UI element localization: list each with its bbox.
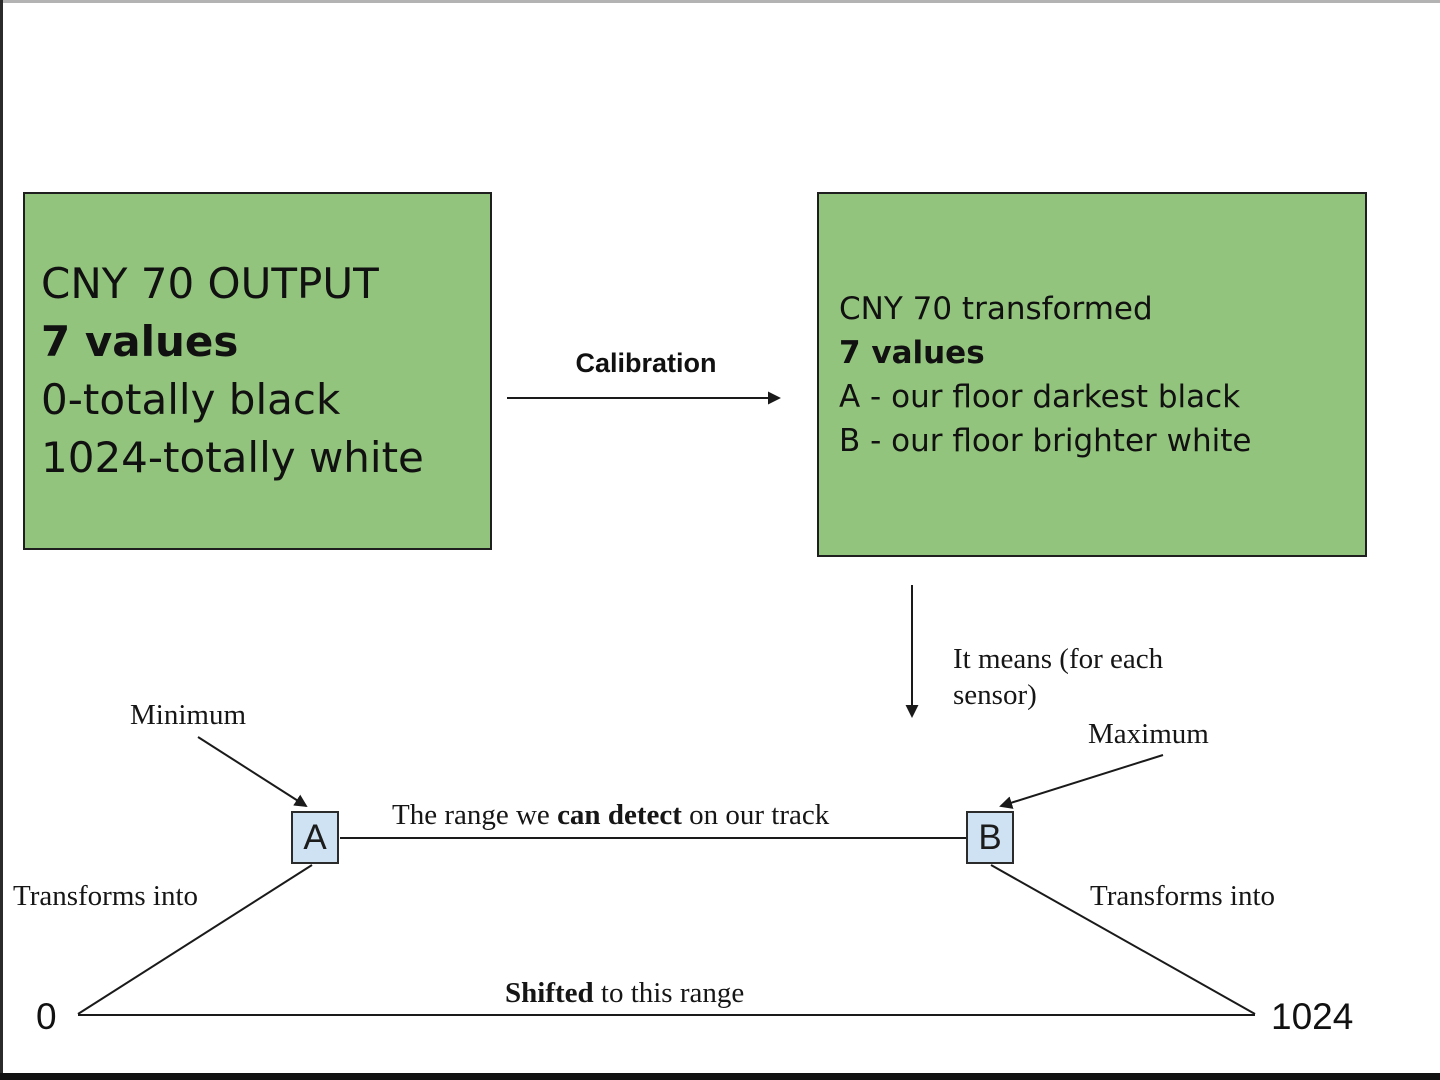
transforms-into-right-label: Transforms into [1090,880,1276,912]
minimum-label: Minimum [130,699,247,731]
transformed-box-line1: CNY 70 transformed [839,290,1153,327]
range-label-prefix: The range we [392,799,558,831]
maximum-label: Maximum [1088,718,1209,750]
transforms-into-left-label: Transforms into [13,880,199,912]
maximum-arrow [999,754,1164,809]
node-b-box: B [966,811,1014,864]
node-a-box: A [291,811,339,864]
cny70-transformed-box: CNY 70 transformed 7 values A - our floo… [817,192,1367,557]
slide-left-border [0,0,3,1080]
shifted-label-suffix: to this range [593,977,745,1009]
transformed-box-line3: A - our floor darkest black [839,378,1241,415]
range-label-suffix: on our track [681,799,830,831]
it-means-label: It means (for each sensor) [953,643,1164,711]
shifted-label-bold: Shifted [505,977,594,1009]
calibration-label: Calibration [575,348,717,378]
output-box-line4: 1024-totally white [41,433,424,482]
output-box-line2: 7 values [41,317,239,366]
slide-bottom-border [0,1073,1440,1080]
output-box-line1: CNY 70 OUTPUT [41,259,379,308]
range-label-bold: can detect [557,799,682,831]
minimum-arrow [197,736,308,808]
slide-top-border [0,0,1440,3]
scale-min-label: 0 [36,996,57,1037]
cny70-output-box: CNY 70 OUTPUT 7 values 0-totally black 1… [23,192,492,550]
transformed-box-line2: 7 values [839,334,985,371]
shifted-label: Shifted to this range [505,977,744,1010]
transformed-box-line4: B - our floor brighter white [839,422,1252,459]
scale-max-label: 1024 [1271,996,1354,1037]
range-label: The range we can detect on our track [392,799,829,832]
output-box-line3: 0-totally black [41,375,341,424]
